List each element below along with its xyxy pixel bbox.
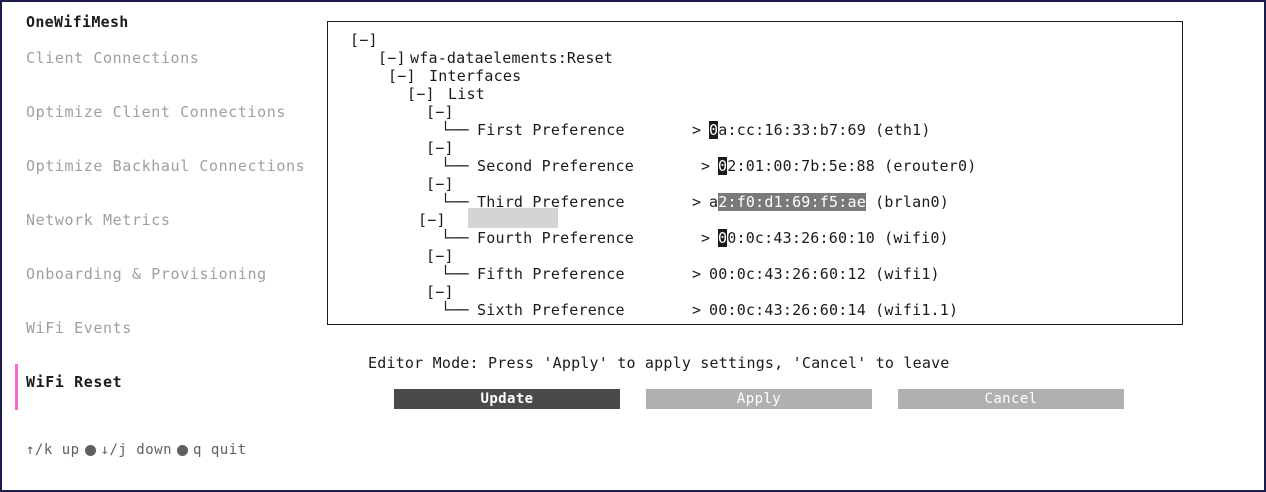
tree-node-list-label: List: [448, 85, 485, 103]
status-key-down: ↓/j down: [100, 442, 173, 458]
tree-connector-icon: └──: [441, 121, 469, 139]
interface-name: (erouter0): [884, 157, 977, 175]
tree-connector-icon: └──: [441, 301, 469, 319]
tree-connector-icon: └──: [441, 193, 469, 211]
text-cursor: 0: [709, 121, 719, 139]
tree-entry-label-sixth: Sixth Preference: [477, 301, 625, 319]
tree-node-interfaces-label: Interfaces: [429, 67, 522, 85]
tree-entry-value-third[interactable]: a2:f0:d1:69:f5:ae (brlan0): [709, 193, 949, 211]
interface-name: (wifi1.1): [875, 301, 959, 319]
status-key-up: ↑/k up: [26, 442, 80, 458]
tree-entry-label-third: Third Preference: [477, 193, 625, 211]
sidebar-item-optimize-client-connections[interactable]: Optimize Client Connections: [26, 103, 287, 121]
mac-address-rest: 0:0c:43:26:60:10: [727, 229, 875, 247]
interface-name: (wifi1): [875, 265, 940, 283]
tree-entry-label-second: Second Preference: [477, 157, 634, 175]
tree-entry-arrow-second: >: [701, 157, 711, 175]
tree-entry-marker-fifth[interactable]: [−]: [426, 247, 454, 265]
interface-name: (brlan0): [875, 193, 950, 211]
sidebar-item-wifi-events[interactable]: WiFi Events: [26, 319, 132, 337]
sidebar: OneWifiMesh Client Connections Optimize …: [2, 2, 322, 490]
tree-entry-marker-second[interactable]: [−]: [426, 139, 454, 157]
status-bar: ↑/k up ↓/j down q quit: [26, 442, 247, 458]
bullet-dot-icon: [84, 444, 96, 456]
sidebar-selection-indicator: [15, 364, 18, 410]
tree-entry-value-second[interactable]: 02:01:00:7b:5e:88 (erouter0): [718, 157, 976, 175]
tree-entry-label-fourth: Fourth Preference: [477, 229, 634, 247]
mac-address: 00:0c:43:26:60:12: [709, 265, 866, 283]
tree-entry-value-fifth[interactable]: 00:0c:43:26:60:12 (wifi1): [709, 265, 940, 283]
reset-editor-panel: [−] [−] wfa-dataelements:Reset [−] Inter…: [327, 21, 1183, 325]
tree-connector-icon: └──: [441, 265, 469, 283]
tree-entry-label-first: First Preference: [477, 121, 625, 139]
tree-node-interfaces-marker[interactable]: [−]: [388, 67, 416, 85]
mac-address: 00:0c:43:26:60:14: [709, 301, 866, 319]
tree-entry-arrow-third: >: [692, 193, 702, 211]
mac-address-rest: a:cc:16:33:b7:69: [718, 121, 866, 139]
tree-entry-blank-field[interactable]: [468, 208, 558, 228]
text-cursor: 0: [718, 229, 728, 247]
update-button[interactable]: Update: [394, 389, 620, 409]
tree-entry-value-sixth[interactable]: 00:0c:43:26:60:14 (wifi1.1): [709, 301, 958, 319]
tree-node-reset-marker[interactable]: [−]: [378, 49, 406, 67]
tree-entry-marker-sixth[interactable]: [−]: [426, 283, 454, 301]
tree-entry-marker-first[interactable]: [−]: [426, 103, 454, 121]
sidebar-item-onboarding-provisioning[interactable]: Onboarding & Provisioning: [26, 265, 267, 283]
mac-address-prefix: a: [709, 193, 719, 211]
tree-entry-marker-fourth[interactable]: [−]: [418, 211, 446, 229]
text-cursor: 0: [718, 157, 728, 175]
sidebar-item-network-metrics[interactable]: Network Metrics: [26, 211, 171, 229]
tree-entry-arrow-first: >: [692, 121, 702, 139]
tree-entry-arrow-sixth: >: [692, 301, 702, 319]
app-brand-title: OneWifiMesh: [26, 13, 129, 31]
mac-address-rest: 2:01:00:7b:5e:88: [727, 157, 875, 175]
sidebar-item-optimize-backhaul-connections[interactable]: Optimize Backhaul Connections: [26, 157, 306, 175]
config-tree: [−] [−] wfa-dataelements:Reset [−] Inter…: [328, 22, 976, 324]
cancel-button[interactable]: Cancel: [898, 389, 1124, 409]
tree-entry-value-first[interactable]: 0a:cc:16:33:b7:69 (eth1): [709, 121, 931, 139]
tree-node-root-marker[interactable]: [−]: [350, 31, 378, 49]
tree-connector-icon: └──: [441, 157, 469, 175]
bullet-dot-icon: [177, 444, 189, 456]
status-key-quit: q quit: [193, 442, 247, 458]
tree-entry-label-fifth: Fifth Preference: [477, 265, 625, 283]
text-selection: 2:f0:d1:69:f5:ae: [718, 193, 866, 211]
tree-node-list-marker[interactable]: [−]: [407, 85, 435, 103]
sidebar-item-wifi-reset[interactable]: WiFi Reset: [26, 373, 123, 391]
tree-connector-icon: └──: [441, 229, 469, 247]
editor-mode-hint: Editor Mode: Press 'Apply' to apply sett…: [368, 354, 950, 372]
interface-name: (eth1): [875, 121, 931, 139]
tree-node-reset-label: wfa-dataelements:Reset: [410, 49, 614, 67]
tree-entry-value-fourth[interactable]: 00:0c:43:26:60:10 (wifi0): [718, 229, 949, 247]
tree-entry-marker-third[interactable]: [−]: [426, 175, 454, 193]
apply-button[interactable]: Apply: [646, 389, 872, 409]
tree-entry-arrow-fifth: >: [692, 265, 702, 283]
tree-entry-arrow-fourth: >: [701, 229, 711, 247]
interface-name: (wifi0): [884, 229, 949, 247]
sidebar-item-client-connections[interactable]: Client Connections: [26, 49, 200, 67]
